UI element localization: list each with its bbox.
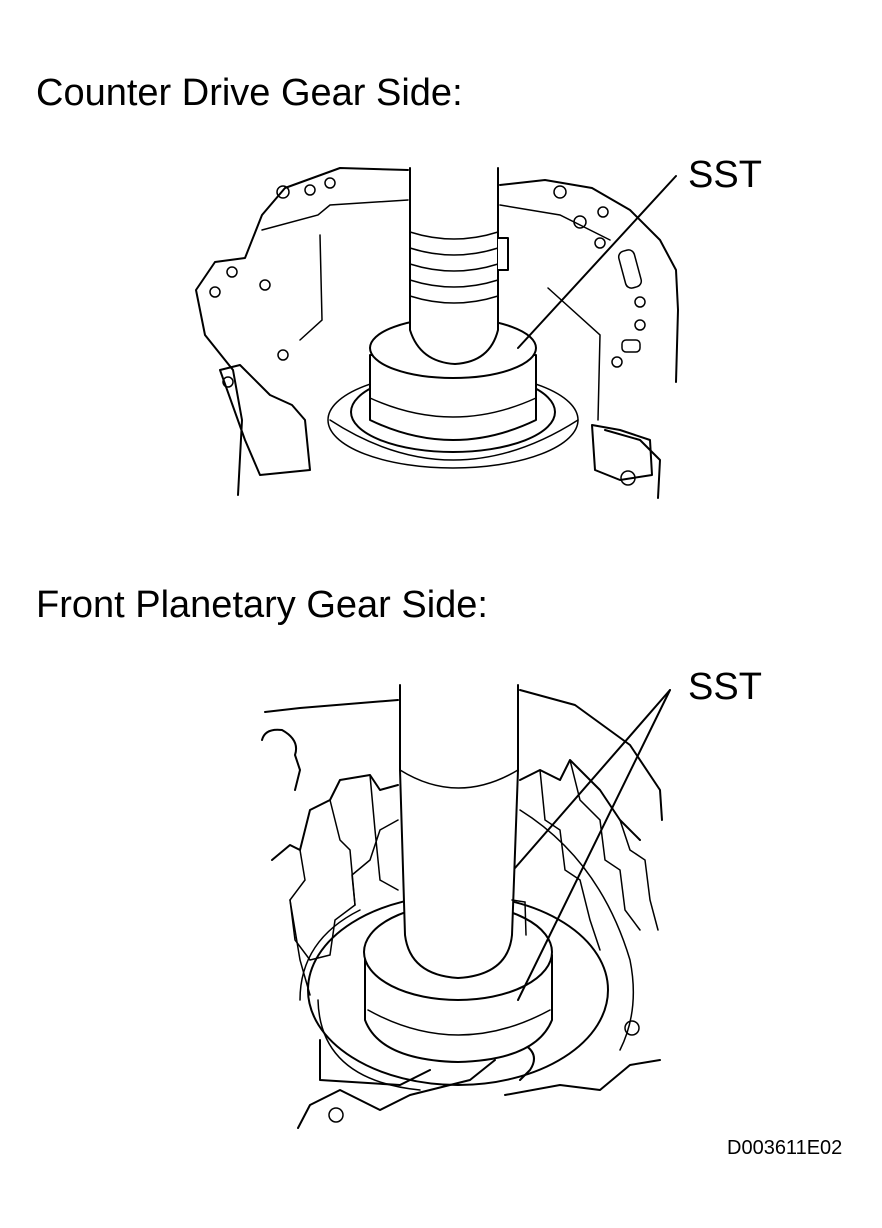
counter-drive-gear-side-heading: Counter Drive Gear Side: [36,72,463,114]
sst-callout-label-2: SST [688,666,762,708]
front-planetary-gear-illustration [261,684,671,1129]
counter-drive-gear-illustration [195,167,679,499]
sst-callout-label-1: SST [688,154,762,196]
front-planetary-gear-side-heading: Front Planetary Gear Side: [36,584,488,626]
figure-id-label: D003611E02 [727,1137,843,1159]
